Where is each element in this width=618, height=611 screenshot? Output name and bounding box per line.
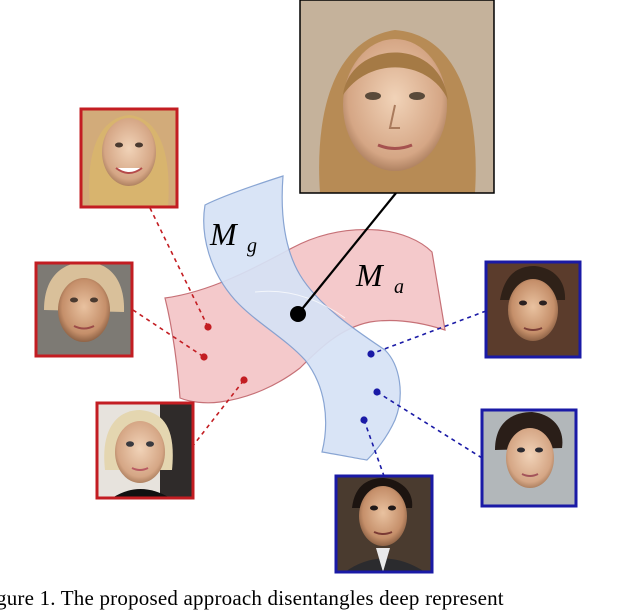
photo-red-3 <box>95 401 195 500</box>
photo-red-2 <box>34 261 134 358</box>
photo-query <box>299 0 495 194</box>
manifold-g-label: M g <box>209 216 257 257</box>
svg-text:M: M <box>355 257 385 293</box>
center-connector <box>297 192 397 315</box>
red-points <box>200 323 248 384</box>
svg-text:g: g <box>247 235 257 257</box>
center-point <box>290 306 306 322</box>
photo-blue-2 <box>480 408 578 508</box>
photo-blue-1 <box>484 260 582 359</box>
photo-red-1 <box>79 107 179 209</box>
blue-connectors <box>363 310 487 477</box>
svg-text:M: M <box>209 216 239 252</box>
manifold-a-label: M a <box>355 257 404 298</box>
photo-blue-3 <box>334 474 434 574</box>
red-connectors <box>132 207 245 448</box>
svg-text:a: a <box>394 276 404 298</box>
figure-caption: gure 1. The proposed approach disentangl… <box>0 586 504 610</box>
blue-points <box>360 350 381 424</box>
